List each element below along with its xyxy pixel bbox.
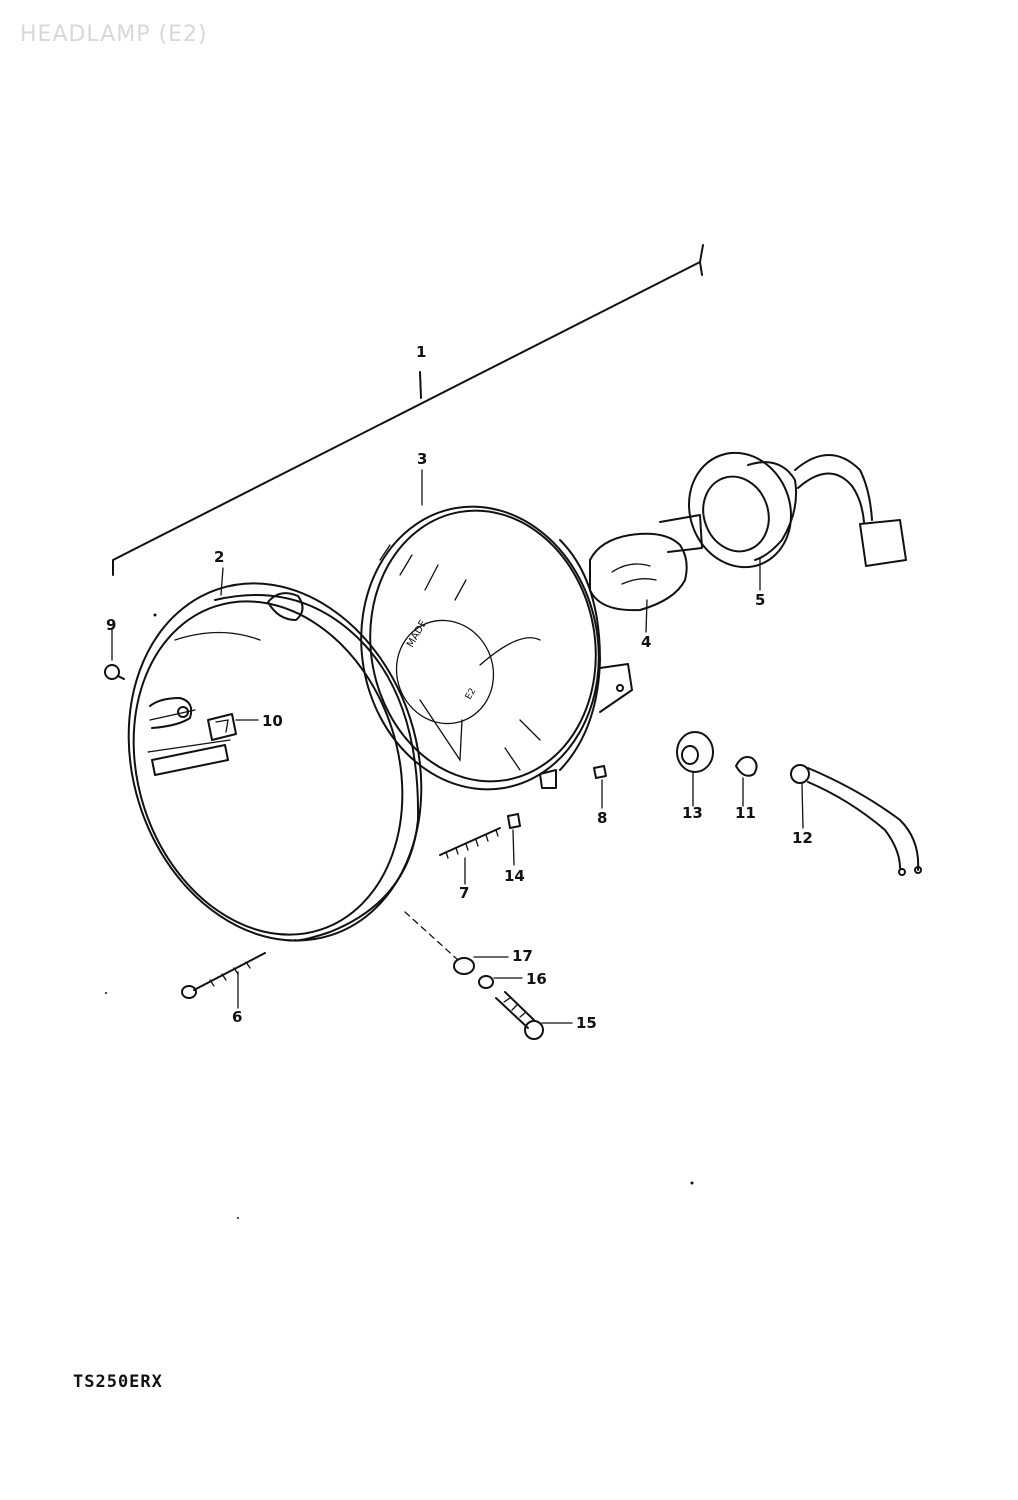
callout-9: 9 <box>106 616 116 634</box>
assembly-bracket <box>112 244 704 576</box>
diagram-title-watermark: HEADLAMP (E2) <box>20 22 208 47</box>
callout-labels: 1 2 3 4 5 6 7 8 9 10 11 12 13 14 15 16 1… <box>106 343 813 1032</box>
callout-6: 6 <box>232 1008 242 1026</box>
mounting-screw <box>181 952 266 999</box>
screw-part <box>104 664 125 680</box>
nut-part <box>593 765 607 779</box>
callout-5: 5 <box>755 591 765 609</box>
callout-17: 17 <box>512 947 533 965</box>
svg-text:E2: E2 <box>464 687 478 702</box>
callout-1: 1 <box>416 343 426 361</box>
bolt-washer-set <box>404 911 544 1040</box>
bulb-socket <box>687 451 907 569</box>
adjusting-spring <box>439 827 501 859</box>
position-lamp-socket <box>790 764 922 876</box>
callout-7: 7 <box>459 884 469 902</box>
callout-4: 4 <box>641 633 651 651</box>
callout-11: 11 <box>735 804 756 822</box>
leader-lines <box>111 469 804 1024</box>
callout-16: 16 <box>526 970 547 988</box>
callout-13: 13 <box>682 804 703 822</box>
callout-2: 2 <box>214 548 224 566</box>
adjusting-nut <box>507 813 521 829</box>
headlamp-housing-ring <box>127 582 423 942</box>
clip-part <box>207 713 237 741</box>
callout-3: 3 <box>417 450 427 468</box>
callout-14: 14 <box>504 867 525 885</box>
callout-8: 8 <box>597 809 607 827</box>
model-code: TS250ERX <box>73 1372 163 1392</box>
headlamp-bulb <box>589 514 703 612</box>
callout-12: 12 <box>792 829 813 847</box>
scan-specks <box>105 613 694 1219</box>
callout-15: 15 <box>576 1014 597 1032</box>
svg-text:MADE: MADE <box>405 618 429 649</box>
grommet-part <box>676 731 714 773</box>
callout-10: 10 <box>262 712 283 730</box>
lens-unit: MADE E2 <box>360 505 633 791</box>
position-bulb <box>735 756 758 777</box>
